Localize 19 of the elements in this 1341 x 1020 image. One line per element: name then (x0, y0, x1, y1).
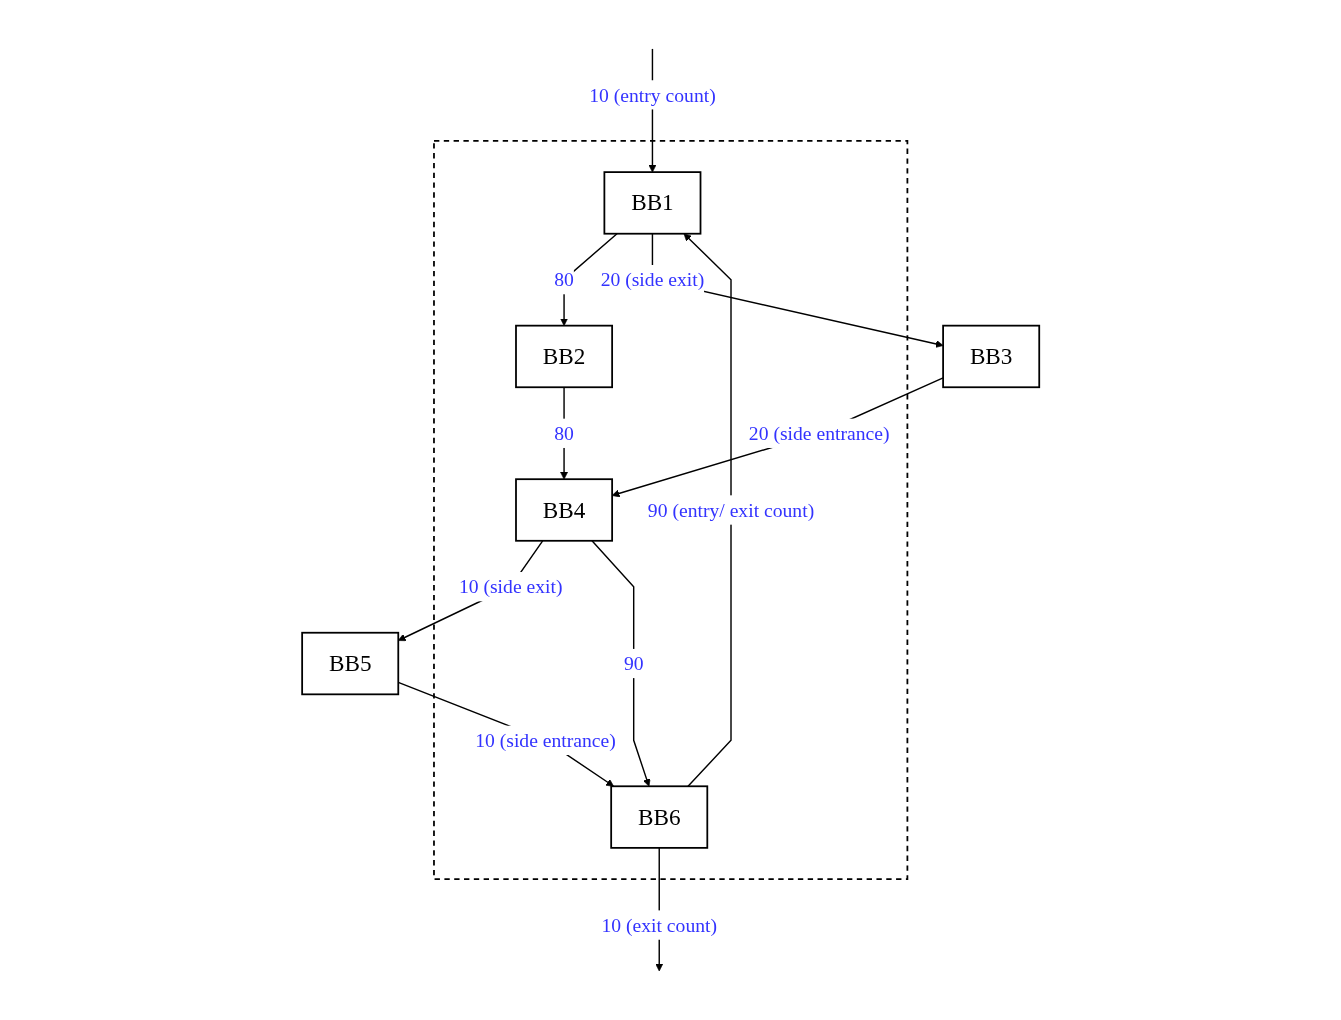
edge-label: 10 (side exit) (458, 575, 563, 598)
edge-label: 80 (554, 268, 574, 291)
edge-label: 20 (side entrance) (748, 422, 890, 445)
edge-label: 20 (side exit) (600, 268, 705, 291)
arrow (591, 540, 651, 787)
node-box: BB4 (514, 478, 613, 542)
node-box: BB2 (514, 324, 613, 389)
node-box: BB5 (301, 631, 399, 696)
edge-label: 90 (entry/ exit count) (647, 498, 814, 522)
node-box: BB6 (610, 785, 708, 849)
edge-label: 80 (554, 422, 574, 445)
edge-label: 10 (exit count) (601, 913, 717, 937)
edge-label: 10 (entry count) (588, 83, 716, 107)
cluster (432, 139, 909, 880)
node-box: BB1 (603, 171, 702, 235)
edge-label: 90 (623, 652, 644, 675)
edge-label: 10 (side entrance) (474, 729, 616, 752)
node-box: BB3 (942, 324, 1040, 389)
arrow (683, 233, 732, 787)
